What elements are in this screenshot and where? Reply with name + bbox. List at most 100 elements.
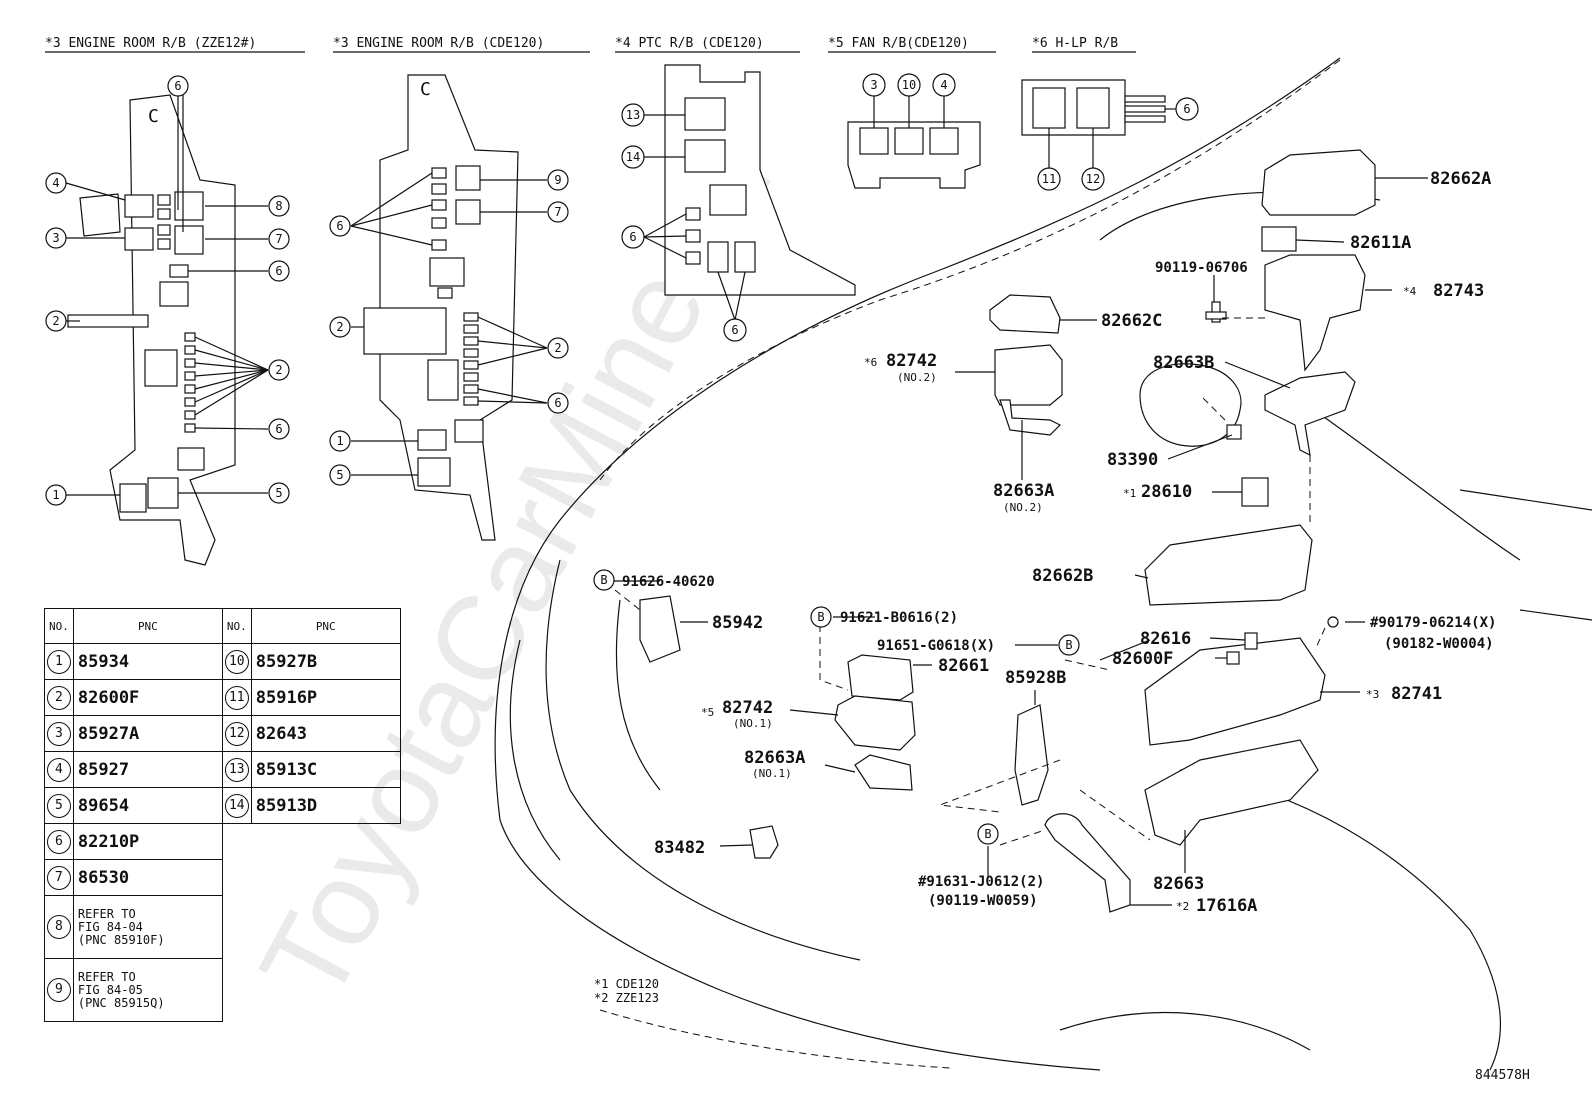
assembly-dashed-lines <box>614 317 1326 846</box>
star-82741: *3 <box>1366 688 1379 701</box>
part-85928B: 85928B <box>1005 668 1066 688</box>
part-82616: 82616 <box>1140 629 1191 649</box>
row-number: 11 <box>224 685 249 710</box>
callout: 13 <box>626 108 640 122</box>
pnc-cell: 86530 <box>72 859 223 896</box>
table-row: 3 85927A 12 82643 <box>44 715 401 752</box>
part-90119-W0059: (90119-W0059) <box>928 893 1038 909</box>
footnotes: *1 CDE120 *2 ZZE123 <box>594 977 659 1005</box>
reference-line: FIG 84-05 <box>77 982 143 997</box>
table-row: 6 82210P <box>44 823 401 860</box>
fan-relay-block-drawing <box>847 121 981 189</box>
hlp-callouts: 6 11 12 <box>1037 97 1199 191</box>
part-82663B: 82663B <box>1153 353 1214 373</box>
part-82663A-no1-sub: (NO.1) <box>752 767 792 780</box>
svg-text:C: C <box>148 106 159 127</box>
title-zze-engine-room: *3 ENGINE ROOM R/B (ZZE12#) <box>45 36 256 51</box>
footnote-1: *1 CDE120 <box>594 977 659 991</box>
part-91626-40620: 91626-40620 <box>622 574 715 590</box>
pnc-cell: 85934 <box>72 643 223 680</box>
illustration-code: 844578H <box>1475 1068 1530 1083</box>
pnc-cell: 85916P <box>250 679 401 716</box>
part-82742-no2: 82742 <box>886 351 937 371</box>
cde-leaders <box>350 172 548 476</box>
callout: 6 <box>275 422 282 436</box>
callout: 1 <box>52 488 59 502</box>
callout: 2 <box>336 320 343 334</box>
bolt-marker: B <box>1065 638 1072 652</box>
callout: 5 <box>275 486 282 500</box>
title-ptc: *4 PTC R/B (CDE120) <box>615 36 764 51</box>
callout: 4 <box>52 176 59 190</box>
row-number: 13 <box>224 757 249 782</box>
table-row: 1 85934 10 85927B <box>44 643 401 680</box>
part-82611A: 82611A <box>1350 233 1411 253</box>
part-82742-no1-sub: (NO.1) <box>733 717 773 730</box>
part-28610: 28610 <box>1141 482 1192 502</box>
reference-cell: REFER TO FIG 84-05 (PNC 85915Q) <box>72 958 223 1022</box>
callout: 8 <box>275 199 282 213</box>
bolt-marker: B <box>600 573 607 587</box>
pnc-cell: 85913D <box>250 787 401 824</box>
part-90182-W0004: (90182-W0004) <box>1384 636 1494 652</box>
section-titles: *3 ENGINE ROOM R/B (ZZE12#) *3 ENGINE RO… <box>45 36 1136 53</box>
footnote-2: *2 ZZE123 <box>594 991 659 1005</box>
zze-relay-block-drawing: C <box>67 94 236 566</box>
pnc-cell: 85927 <box>72 751 223 788</box>
part-90119-06706: 90119-06706 <box>1155 260 1248 276</box>
row-number: 6 <box>46 829 71 854</box>
part-82662C: 82662C <box>1101 311 1162 331</box>
svg-text:C: C <box>420 79 431 100</box>
callout: 7 <box>554 205 561 219</box>
row-number: 9 <box>46 978 71 1002</box>
row-number: 10 <box>224 649 249 674</box>
table-row: 4 85927 13 85913C <box>44 751 401 788</box>
reference-line: FIG 84-04 <box>77 919 143 934</box>
reference-line: REFER TO <box>77 969 136 984</box>
pnc-cell: 85927B <box>250 643 401 680</box>
callout: 12 <box>1086 172 1100 186</box>
callout: 3 <box>52 231 59 245</box>
row-number: 4 <box>46 757 71 782</box>
row-number: 14 <box>224 793 249 818</box>
callout: 6 <box>1183 102 1190 116</box>
col-no: NO. <box>221 608 252 644</box>
zze-callouts: 6 4 8 3 7 6 2 2 6 1 5 <box>45 75 290 506</box>
part-90179-06214: #90179-06214(X) <box>1370 615 1496 631</box>
part-82663A-no2: 82663A <box>993 481 1054 501</box>
table-row: 5 89654 14 85913D <box>44 787 401 824</box>
part-85942: 85942 <box>712 613 763 633</box>
star-28610: *1 <box>1123 487 1136 500</box>
col-pnc: PNC <box>250 608 401 644</box>
pnc-cell: 82210P <box>72 823 223 860</box>
callout: 2 <box>554 341 561 355</box>
callout: 5 <box>336 468 343 482</box>
part-82742-no1: 82742 <box>722 698 773 718</box>
star-82742-no2: *6 <box>864 356 877 369</box>
row-number: 2 <box>46 685 71 710</box>
part-82662A: 82662A <box>1430 169 1491 189</box>
callout: 11 <box>1042 172 1056 186</box>
row-number: 1 <box>46 649 71 674</box>
row-number: 8 <box>46 915 71 939</box>
part-82663A-no1: 82663A <box>744 748 805 768</box>
part-91651-G0618: 91651-G0618(X) <box>877 638 995 654</box>
part-82742-no2-sub: (NO.2) <box>897 371 937 384</box>
part-17616A: 17616A <box>1196 896 1257 916</box>
callout: 1 <box>336 434 343 448</box>
part-82741: 82741 <box>1391 684 1442 704</box>
fan-leaders <box>873 96 945 128</box>
callout: 3 <box>870 78 877 92</box>
part-82663: 82663 <box>1153 874 1204 894</box>
fan-callouts: 3 10 4 <box>862 73 956 97</box>
reference-cell: REFER TO FIG 84-04 (PNC 85910F) <box>72 895 223 959</box>
pnc-table: NO. PNC NO. PNC 1 85934 10 85927B 2 8260… <box>44 608 401 1022</box>
part-83482: 83482 <box>654 838 705 858</box>
callout: 14 <box>626 150 640 164</box>
callout: 2 <box>275 363 282 377</box>
col-pnc: PNC <box>72 608 223 644</box>
part-91621-B0616: 91621-B0616(2) <box>840 610 958 626</box>
ptc-relay-block-drawing <box>664 64 856 296</box>
table-row: 8 REFER TO FIG 84-04 (PNC 85910F) <box>44 895 401 959</box>
parts-drawings <box>639 149 1376 913</box>
